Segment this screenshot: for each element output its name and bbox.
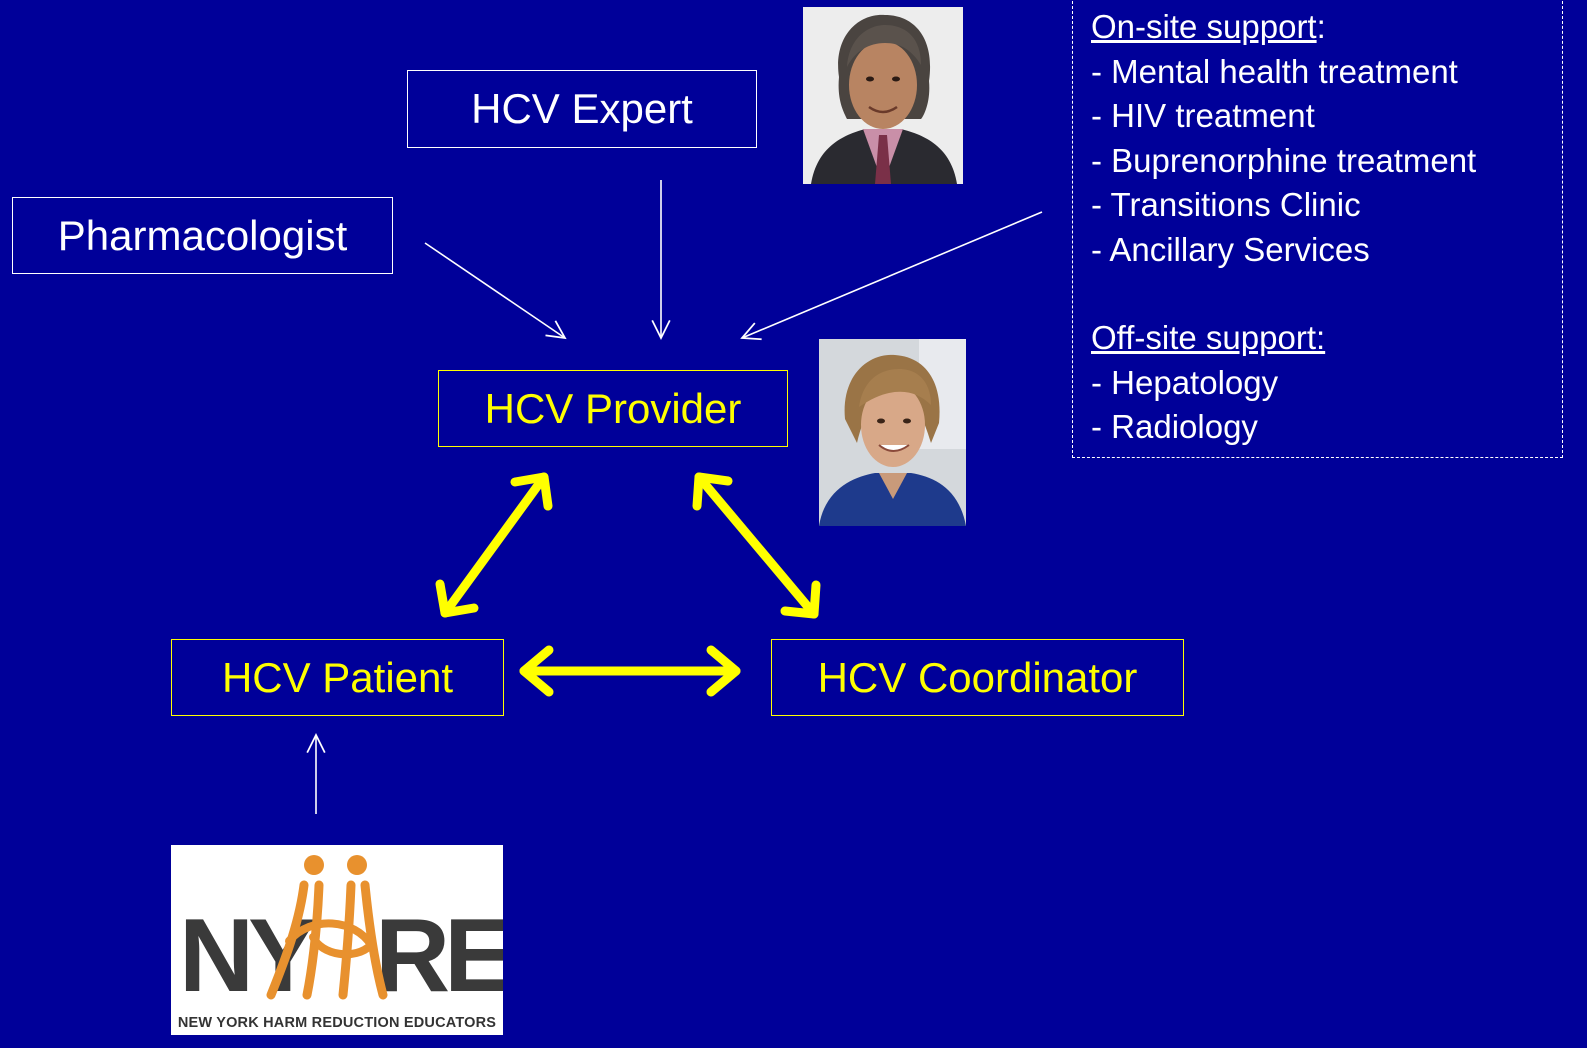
offsite-item: - Hepatology — [1091, 363, 1279, 401]
pharmacologist-label: Pharmacologist — [57, 211, 348, 259]
nyhre-logo: NY RE NEW YORK HARM REDUCTION EDUCATORS — [171, 845, 516, 1035]
hcv-expert-label: HCV Expert — [471, 85, 693, 132]
arrow-pharmacologist-to-provider — [424, 242, 567, 340]
onsite-item: - Buprenorphine treatment — [1091, 141, 1477, 179]
hcv-provider-box: HCV Provider — [438, 370, 788, 447]
onsite-support-colon: : — [1316, 8, 1326, 45]
hcv-coordinator-label: HCV Coordinator — [817, 653, 1138, 701]
onsite-item: - Ancillary Services — [1091, 230, 1370, 268]
offsite-item: - Radiology — [1091, 408, 1258, 445]
onsite-support-heading: On-site support: — [1091, 5, 1562, 50]
onsite-support-heading-text: On-site support — [1091, 8, 1317, 45]
onsite-item: - HIV treatment — [1091, 97, 1315, 134]
double-arrow-provider-coordinator — [692, 472, 821, 619]
svg-text:RE: RE — [375, 898, 503, 1010]
hcv-expert-photo — [803, 7, 963, 184]
nyhre-logo-mark: NY RE — [179, 855, 516, 1014]
hcv-provider-photo — [819, 339, 966, 526]
pharmacologist-box: Pharmacologist — [12, 197, 393, 274]
arrow-support-to-provider — [740, 211, 1043, 341]
onsite-item: - Mental health treatment — [1091, 52, 1458, 90]
hcv-patient-label: HCV Patient — [221, 653, 454, 701]
offsite-support-heading: Off-site support: — [1091, 319, 1326, 356]
nyhre-logo-caption: NEW YORK HARM REDUCTION EDUCATORS — [177, 1015, 497, 1031]
hcv-provider-label: HCV Provider — [484, 384, 742, 432]
hcv-patient-box: HCV Patient — [171, 639, 504, 716]
support-panel: On-site support: - Mental health treatme… — [1072, 0, 1563, 458]
support-spacer — [1091, 272, 1562, 316]
hcv-expert-box: HCV Expert — [407, 70, 757, 148]
hcv-coordinator-box: HCV Coordinator — [771, 639, 1184, 716]
double-arrow-provider-patient — [435, 472, 553, 618]
double-arrow-patient-coordinator — [519, 645, 741, 697]
onsite-item: - Transitions Clinic — [1091, 186, 1361, 223]
